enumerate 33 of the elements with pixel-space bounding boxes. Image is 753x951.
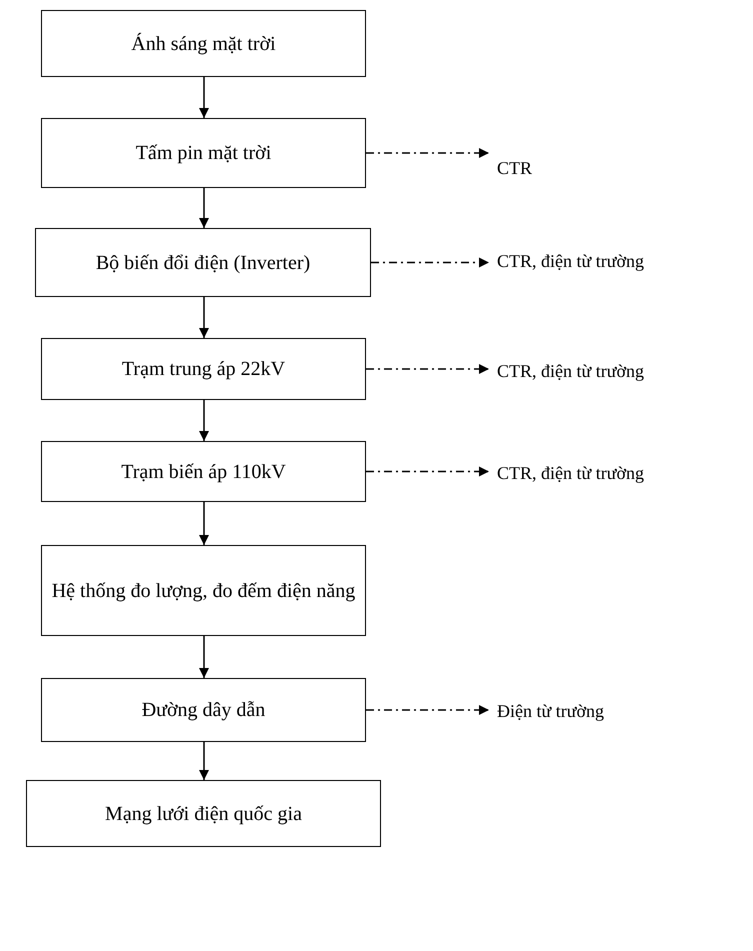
output-label: CTR, điện từ trường: [497, 461, 747, 485]
arrow: [199, 77, 209, 118]
arrow: [199, 400, 209, 441]
arrow: [366, 466, 489, 476]
process-box: [26, 780, 381, 847]
arrow: [199, 188, 209, 228]
box-text: Mạng lưới điện quốc gia: [105, 802, 302, 826]
process-box: [35, 228, 371, 297]
process-box: [41, 441, 366, 502]
output-label: CTR, điện từ trường: [497, 359, 747, 383]
arrow: [366, 705, 489, 715]
box-text: Trạm trung áp 22kV: [122, 357, 286, 382]
box-text: Bộ biến đổi điện (Inverter): [96, 250, 310, 276]
arrow: [366, 148, 489, 158]
box-text: Ánh sáng mặt trời: [131, 32, 276, 56]
arrow: [366, 364, 489, 374]
arrow: [199, 742, 209, 780]
arrow: [199, 636, 209, 678]
process-box: [41, 545, 366, 636]
arrow: [199, 297, 209, 338]
box-text: Đường dây dẫn: [142, 698, 266, 723]
output-label: Điện từ trường: [497, 699, 697, 723]
box-text: Trạm biến áp 110kV: [121, 460, 286, 484]
output-label: CTR, điện từ trường: [497, 249, 747, 273]
process-box: [41, 10, 366, 77]
process-box: [41, 338, 366, 400]
output-label: CTR: [497, 156, 557, 180]
box-text: Tấm pin mặt trời: [136, 141, 272, 166]
box-text: Hệ thống đo lượng, đo đếm điện năng: [52, 578, 356, 604]
arrow: [199, 502, 209, 545]
process-box: [41, 678, 366, 742]
arrow: [371, 258, 489, 268]
process-box: [41, 118, 366, 188]
